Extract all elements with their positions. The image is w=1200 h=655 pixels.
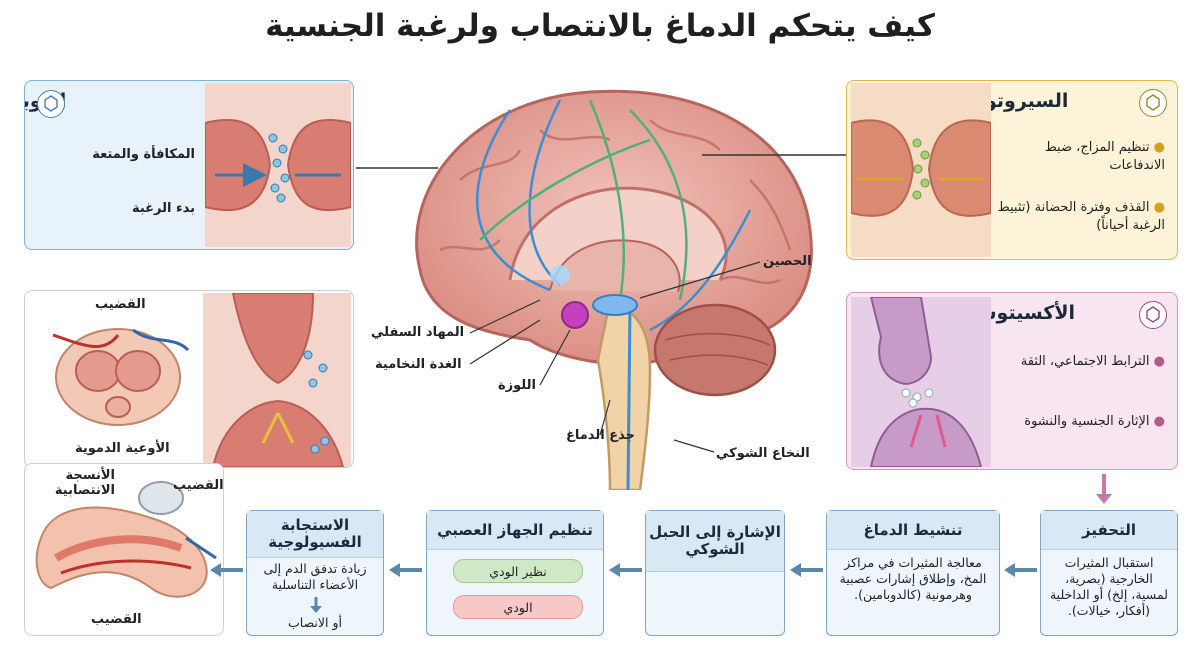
- label-penis-top: القضيب: [95, 297, 146, 312]
- down-arrow-icon: [309, 597, 323, 613]
- molecule-icon: [1139, 89, 1167, 117]
- brain-diagram: [360, 70, 840, 492]
- oxytocin-item-bonding: ● الترابط الاجتماعي، الثقة: [1020, 354, 1165, 369]
- serotonin-item-mood-text: تنظيم المزاج، ضبط الاندفاعات: [1044, 140, 1165, 173]
- amygdala: [561, 301, 589, 329]
- oxytocin-synapse-image: [851, 296, 991, 468]
- flow-arrow: [608, 562, 642, 578]
- oxytocin-item-arousal-text: الإثارة الجنسية والنشوة: [1024, 414, 1150, 429]
- flow-spinal-signal-title: الإشارة إلى الحبل الشوكي: [646, 511, 784, 572]
- flow-brain-activation: تنشيط الدماغ معالجة المثيرات في مراكز ال…: [826, 510, 1000, 636]
- flow-arrow: [388, 562, 422, 578]
- label-amygdala: اللوزة: [498, 378, 536, 393]
- flow-arrow: [209, 562, 243, 578]
- oxytocin-item-arousal: ● الإثارة الجنسية والنشوة: [1024, 414, 1165, 429]
- flow-physiological-response-title: الاستجابة الفسيولوجية: [247, 511, 383, 558]
- cerebellum: [653, 303, 777, 397]
- pill-sympathetic: الودي: [453, 595, 583, 619]
- molecule-icon: [37, 90, 65, 118]
- flow-arrow: [789, 562, 823, 578]
- dopamine-item-desire: بدء الرغبة: [131, 201, 195, 216]
- flow-stimulation-title: التحفيز: [1041, 511, 1177, 550]
- serotonin-item-ejaculation-text: القذف وفترة الحضانة (تثبيط الرغبة أحيانا…: [997, 200, 1165, 233]
- brainstem: [596, 298, 652, 492]
- flow-nervous-regulation: تنظيم الجهاز العصبي نظير الودي الودي: [426, 510, 604, 636]
- flow-brain-activation-body: معالجة المثيرات في مراكز المخ، وإطلاق إش…: [839, 555, 987, 602]
- serotonin-item-mood: ● تنظيم المزاج، ضبط الاندفاعات: [1044, 140, 1165, 173]
- flow-stimulation-body: استقبال المثيرات الخارجية (بصرية، لمسية،…: [1049, 555, 1168, 618]
- flow-arrow: [1003, 562, 1037, 578]
- pill-parasympathetic: نظير الودي: [453, 559, 583, 583]
- hippocampus: [592, 294, 638, 316]
- oxytocin-panel: الأكسيتوسين ● الترابط الاجتماعي، الثقة ●…: [846, 292, 1178, 470]
- serotonin-panel: السيروتونين ● تنظيم المزاج، ضبط الاندفاع…: [846, 80, 1178, 260]
- label-pituitary: الغدة النخامية: [375, 357, 462, 372]
- flow-stimulation: التحفيز استقبال المثيرات الخارجية (بصرية…: [1040, 510, 1178, 636]
- serotonin-synapse-image: [850, 83, 992, 257]
- label-hypothalamus: المهاد السفلي: [371, 325, 465, 340]
- synapse-erection-image: [203, 292, 351, 467]
- penis-side-panel: الأنسجة الانتصابية القضيب القضيب: [24, 463, 224, 636]
- molecule-icon: [1139, 301, 1167, 329]
- label-blood-vessels: الأوعية الدموية: [75, 441, 170, 456]
- label-spinal-cord: النخاع الشوكي: [716, 446, 810, 461]
- label-penis-bottom: القضيب: [91, 612, 142, 627]
- flow-nervous-regulation-title: تنظيم الجهاز العصبي: [427, 511, 603, 550]
- dopamine-item-reward: المكافأة والمتعة: [92, 147, 195, 162]
- flow-physiological-response-body: زيادة تدفق الدم إلى الأعضاء التناسلية: [263, 561, 367, 592]
- dopamine-panel: الدوبامين المكافأة والمتعة بدء الرغبة: [24, 80, 354, 250]
- label-brainstem: جذع الدماغ: [566, 428, 635, 443]
- page-title: كيف يتحكم الدماغ بالانتصاب ولرغبة الجنسي…: [265, 8, 935, 44]
- anatomy-panel: القضيب الأوعية الدموية: [24, 290, 354, 468]
- penis-cross-section-image: [43, 315, 193, 435]
- label-penis-side: القضيب: [173, 478, 224, 493]
- oxytocin-item-bonding-text: الترابط الاجتماعي، الثقة: [1020, 354, 1150, 369]
- flow-spinal-signal: الإشارة إلى الحبل الشوكي: [645, 510, 785, 636]
- dopamine-synapse-image: [204, 83, 352, 247]
- flow-physiological-response: الاستجابة الفسيولوجية زيادة تدفق الدم إل…: [246, 510, 384, 636]
- serotonin-item-ejaculation: ● القذف وفترة الحضانة (تثبيط الرغبة أحيا…: [997, 200, 1165, 233]
- flow-brain-activation-title: تنشيط الدماغ: [827, 511, 999, 550]
- flow-physiological-response-result: أو الانصاب: [288, 615, 342, 630]
- penis-side-image: [31, 478, 221, 608]
- label-erectile-tissue: الأنسجة الانتصابية: [54, 468, 115, 498]
- label-hippocampus: الحصين: [763, 254, 812, 269]
